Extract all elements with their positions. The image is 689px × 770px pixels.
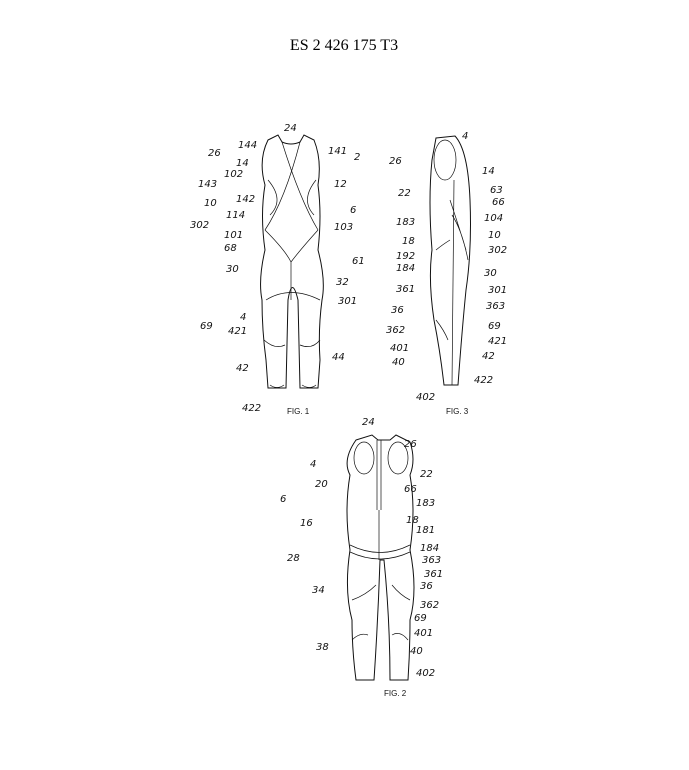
- ref-label: 26: [404, 439, 417, 450]
- figure-2-labels: 24 26 4 22 20 66 6 183 18 16 181 184 28 …: [280, 417, 443, 698]
- ref-label: 10: [488, 230, 501, 241]
- ref-label: 18: [406, 515, 419, 526]
- ref-label: 104: [484, 213, 503, 224]
- ref-label: 362: [420, 600, 439, 611]
- figure-2-back-suit-drawing: [346, 434, 415, 681]
- ref-label: 20: [315, 479, 328, 490]
- ref-label: 181: [416, 525, 435, 536]
- ref-label: 69: [414, 613, 427, 624]
- ref-label: 40: [392, 357, 405, 368]
- ref-label: 421: [488, 336, 507, 347]
- ref-label: 44: [332, 352, 345, 363]
- figure-2-caption: FIG. 2: [384, 689, 407, 698]
- ref-label: 63: [490, 185, 503, 196]
- ref-label: 6: [280, 494, 286, 505]
- ref-label: 192: [396, 251, 415, 262]
- ref-label: 68: [224, 243, 237, 254]
- ref-label: 22: [420, 469, 433, 480]
- ref-label: 142: [236, 194, 255, 205]
- ref-label: 22: [398, 188, 411, 199]
- ref-label: 69: [200, 321, 213, 332]
- ref-label: 36: [420, 581, 433, 592]
- ref-label: 4: [240, 312, 246, 323]
- ref-label: 4: [310, 459, 316, 470]
- ref-label: 38: [316, 642, 329, 653]
- ref-label: 302: [488, 245, 507, 256]
- ref-label: 30: [484, 268, 497, 279]
- ref-label: 66: [404, 484, 417, 495]
- ref-label: 42: [482, 351, 495, 362]
- ref-label: 362: [386, 325, 405, 336]
- ref-label: 363: [486, 301, 505, 312]
- ref-label: 302: [190, 220, 209, 231]
- ref-label: 141: [328, 146, 347, 157]
- ref-label: 144: [238, 140, 257, 151]
- ref-label: 14: [482, 166, 495, 177]
- ref-label: 301: [488, 285, 507, 296]
- ref-label: 422: [242, 403, 261, 414]
- ref-label: 422: [474, 375, 493, 386]
- ref-label: 10: [204, 198, 217, 209]
- ref-label: 6: [350, 205, 356, 216]
- ref-label: 363: [422, 555, 441, 566]
- ref-label: 114: [226, 210, 245, 221]
- ref-label: 16: [300, 518, 313, 529]
- ref-label: 24: [284, 123, 297, 134]
- ref-label: 26: [208, 148, 221, 159]
- ref-label: 34: [312, 585, 325, 596]
- patent-number-header: ES 2 426 175 T3: [290, 37, 398, 54]
- figure-1-front-suit-drawing: [260, 134, 324, 389]
- ref-label: 2: [354, 152, 360, 163]
- ref-label: 66: [492, 197, 505, 208]
- ref-label: 69: [488, 321, 501, 332]
- ref-label: 42: [236, 363, 249, 374]
- ref-label: 40: [410, 646, 423, 657]
- figure-1-caption: FIG. 1: [287, 407, 310, 416]
- ref-label: 4: [462, 131, 468, 142]
- ref-label: 361: [396, 284, 415, 295]
- ref-label: 184: [396, 263, 415, 274]
- ref-label: 183: [416, 498, 435, 509]
- figure-3-caption: FIG. 3: [446, 407, 469, 416]
- figure-3-labels: 4 26 14 22 63 66 183 104 10 18 302 192 1…: [386, 131, 507, 416]
- ref-label: 36: [391, 305, 404, 316]
- ref-label: 361: [424, 569, 443, 580]
- ref-label: 18: [402, 236, 415, 247]
- ref-label: 402: [416, 668, 435, 679]
- ref-label: 30: [226, 264, 239, 275]
- ref-label: 143: [198, 179, 217, 190]
- ref-label: 401: [390, 343, 409, 354]
- ref-label: 402: [416, 392, 435, 403]
- ref-label: 26: [389, 156, 402, 167]
- ref-label: 184: [420, 543, 439, 554]
- ref-label: 102: [224, 169, 243, 180]
- ref-label: 101: [224, 230, 243, 241]
- ref-label: 421: [228, 326, 247, 337]
- ref-label: 301: [338, 296, 357, 307]
- ref-label: 32: [336, 277, 349, 288]
- ref-label: 103: [334, 222, 353, 233]
- ref-label: 12: [334, 179, 347, 190]
- ref-label: 28: [287, 553, 300, 564]
- ref-label: 183: [396, 217, 415, 228]
- ref-label: 401: [414, 628, 433, 639]
- ref-label: 61: [352, 256, 365, 267]
- figure-3-side-suit-drawing: [429, 135, 471, 386]
- ref-label: 24: [362, 417, 375, 428]
- ref-label: 14: [236, 158, 249, 169]
- figure-1-labels: 24 144 26 14 141 2 102 12 143 142 10 6 3…: [190, 123, 365, 416]
